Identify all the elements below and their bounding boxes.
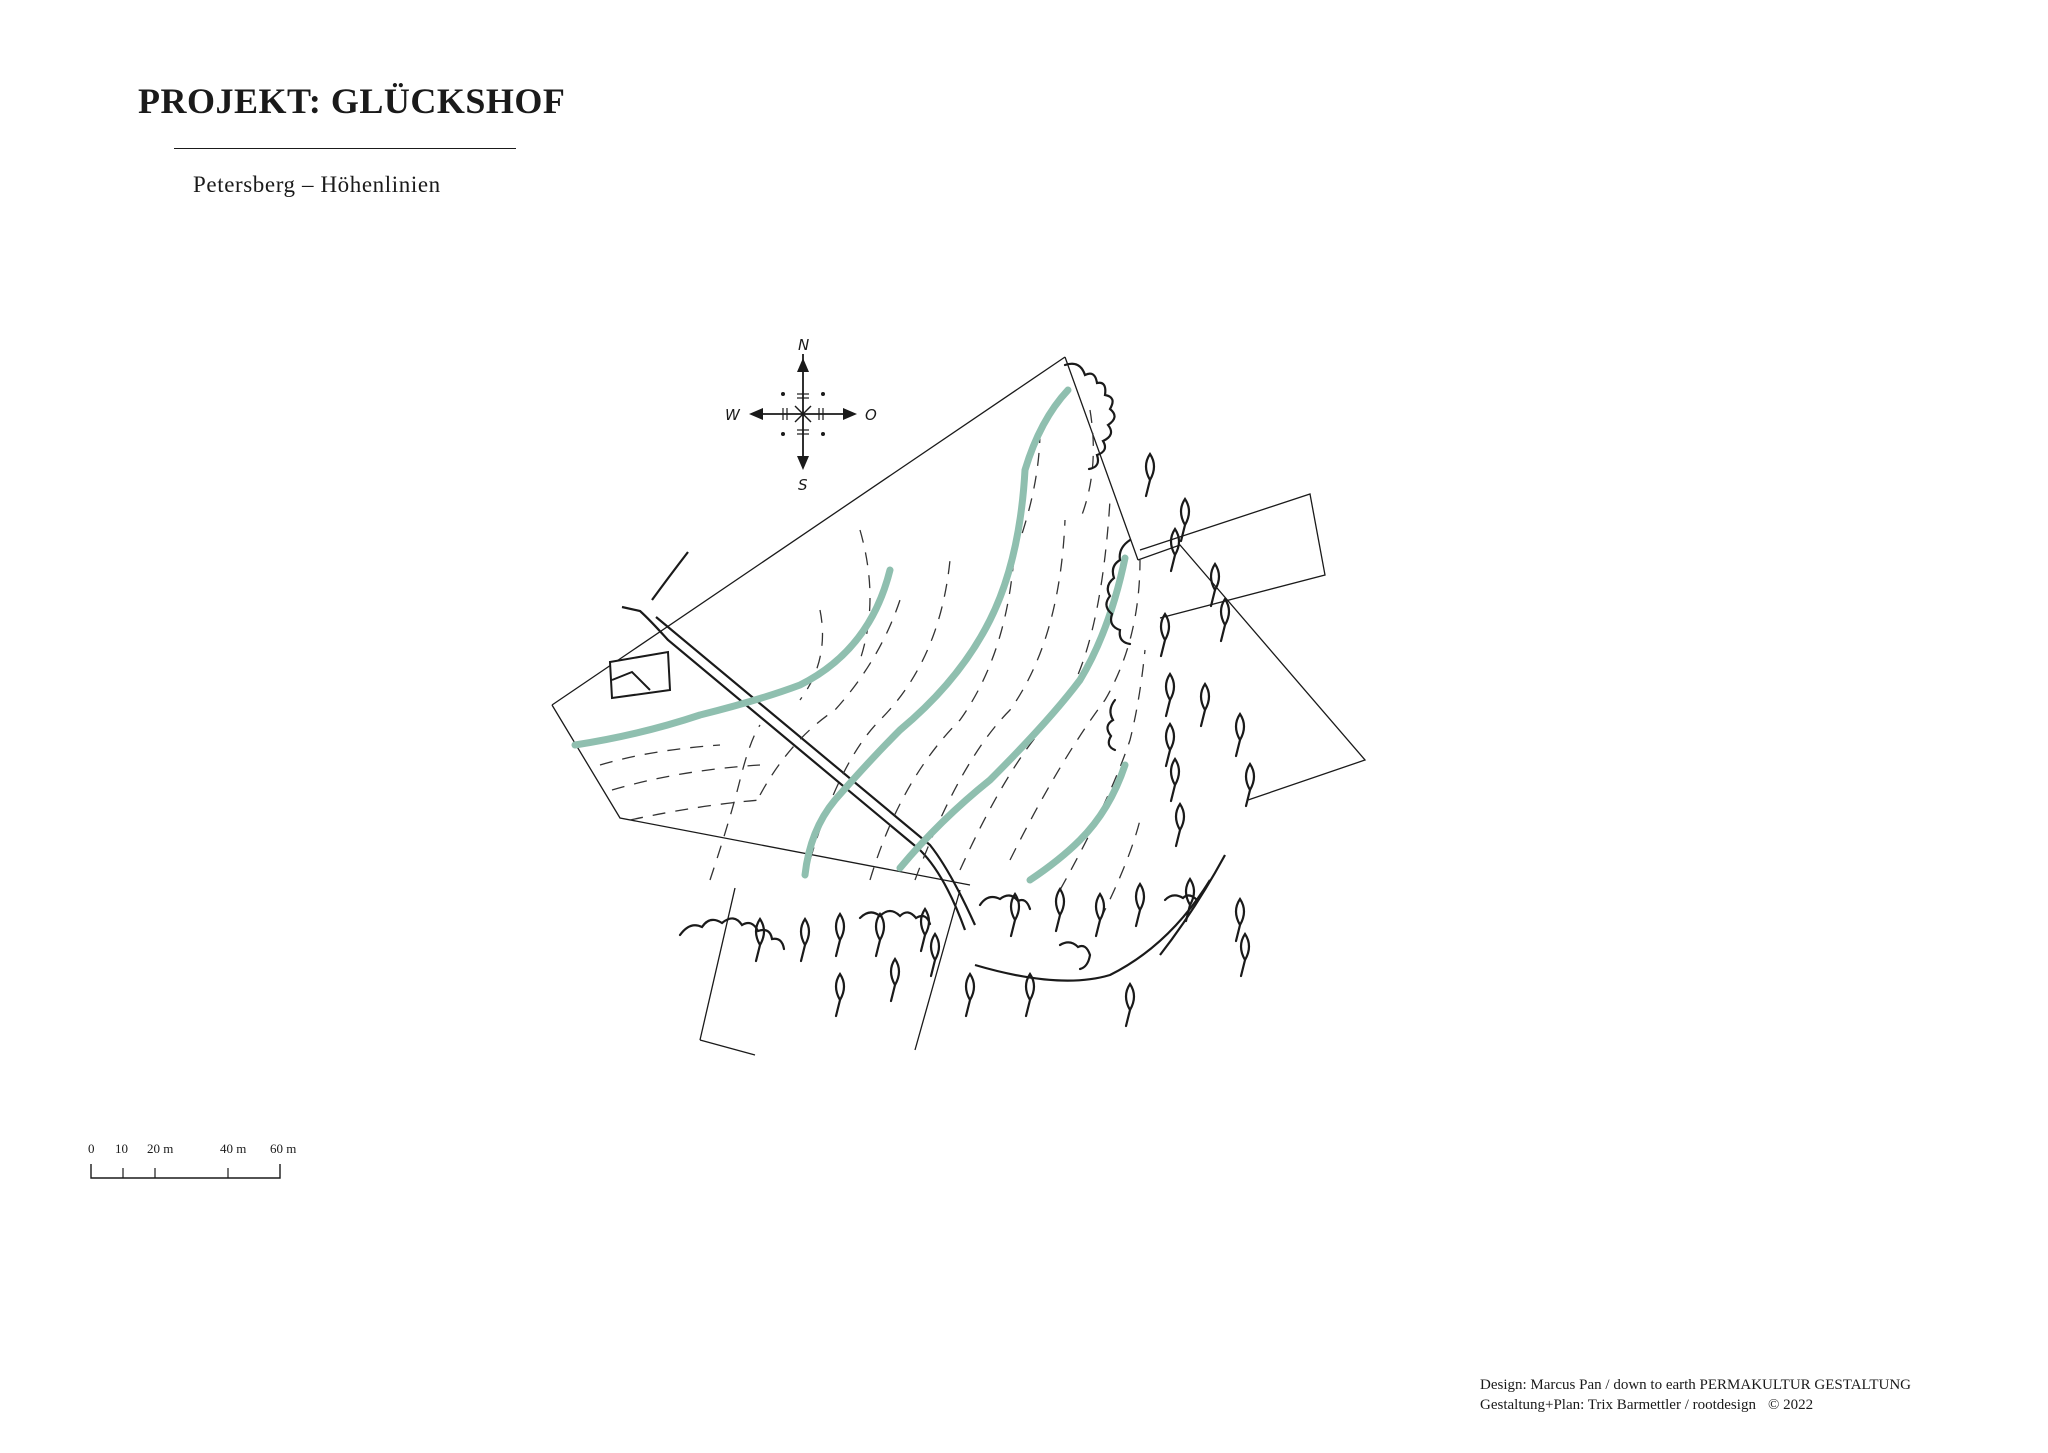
keyline: [1026, 761, 1129, 884]
tree-icon: [1234, 712, 1246, 758]
contour-line: [859, 529, 871, 661]
shrub-outline: [678, 917, 786, 951]
compass-west-label: W: [725, 406, 741, 424]
page-title: PROJEKT: GLÜCKSHOF: [138, 81, 566, 121]
tree-icon: [1179, 497, 1191, 543]
tree-icon: [1094, 892, 1106, 938]
compass-rose-icon: N S W O: [725, 336, 877, 494]
shrub-outline: [1058, 941, 1092, 971]
tree-icon: [1234, 897, 1246, 943]
contour-line: [599, 744, 721, 766]
tree-icon: [964, 972, 976, 1018]
keyline: [801, 386, 1072, 879]
tree-cluster: [678, 362, 1256, 1028]
tree-icon: [1144, 452, 1156, 498]
contour-line: [959, 499, 1111, 871]
credits-copyright: © 2022: [1767, 1397, 1814, 1413]
contour-line: [1019, 429, 1041, 541]
tree-icon: [1209, 562, 1221, 608]
tree-icon: [1024, 972, 1036, 1018]
tree-icon: [1174, 802, 1186, 848]
credits-plan-line: Gestaltung+Plan: Trix Barmettler / rootd…: [1480, 1395, 1911, 1415]
shrub-outline: [1063, 362, 1116, 471]
keyline: [896, 554, 1129, 872]
shrub-outline: [1163, 894, 1199, 902]
scale-label-60: 60 m: [270, 1141, 296, 1156]
tree-icon: [919, 907, 931, 953]
keyline: [571, 566, 894, 749]
tree-icon: [1134, 882, 1146, 928]
tree-icon: [1169, 757, 1181, 803]
keylines: [571, 386, 1129, 884]
contour-line: [759, 599, 901, 796]
shrub-outline: [858, 909, 932, 926]
tree-icon: [929, 932, 941, 978]
tree-icon: [1199, 682, 1211, 728]
contour-line: [709, 724, 761, 881]
farmhouse: [608, 650, 672, 700]
shrub-outline: [1105, 538, 1132, 646]
property-boundary: [551, 356, 1367, 1056]
contour-line: [611, 764, 761, 791]
tree-icon: [834, 912, 846, 958]
tree-icon: [1164, 722, 1176, 768]
contour-line: [1079, 409, 1094, 521]
tree-icon: [799, 917, 811, 963]
tree-icon: [1164, 672, 1176, 718]
credits-design: Design: Marcus Pan / down to earth PERMA…: [1480, 1377, 1912, 1393]
tree-icon: [1159, 612, 1171, 658]
tree-icon: [1009, 892, 1021, 938]
page-subtitle: Petersberg – Höhenlinien: [193, 172, 441, 197]
scale-label-40: 40 m: [220, 1141, 246, 1156]
contour-line: [869, 539, 1016, 881]
credits-block: Design: Marcus Pan / down to earth PERMA…: [1480, 1375, 1911, 1415]
contour-line: [1009, 559, 1141, 861]
contour-lines: [599, 409, 1146, 921]
contour-line: [914, 519, 1066, 881]
tree-icon: [1169, 527, 1181, 573]
tree-icon: [1239, 932, 1251, 978]
contour-line: [799, 609, 824, 701]
compass-east-label: O: [865, 406, 877, 424]
tree-icon: [1219, 597, 1231, 643]
tree-icon: [754, 917, 766, 963]
tree-icon: [889, 957, 901, 1003]
contour-line: [1059, 649, 1146, 891]
tree-icon: [1054, 887, 1066, 933]
shrub-outline: [978, 894, 1032, 911]
contour-line: [1099, 819, 1141, 921]
title-divider: [174, 148, 516, 149]
tree-icon: [1244, 762, 1256, 808]
compass-north-label: N: [798, 336, 809, 354]
shrub-outline: [1106, 698, 1117, 752]
contour-line: [629, 799, 761, 821]
scale-bar: 0 10 20 m 40 m 60 m: [88, 1141, 296, 1179]
scale-label-0: 0: [88, 1141, 95, 1156]
compass-south-label: S: [798, 476, 808, 494]
scale-label-20: 20 m: [147, 1141, 173, 1156]
tree-icon: [874, 912, 886, 958]
tree-icon: [1124, 982, 1136, 1028]
scale-label-10: 10: [115, 1141, 128, 1156]
contour-line: [809, 559, 951, 861]
credits-plan: Gestaltung+Plan: Trix Barmettler / rootd…: [1480, 1397, 1756, 1413]
tree-icon: [834, 972, 846, 1018]
